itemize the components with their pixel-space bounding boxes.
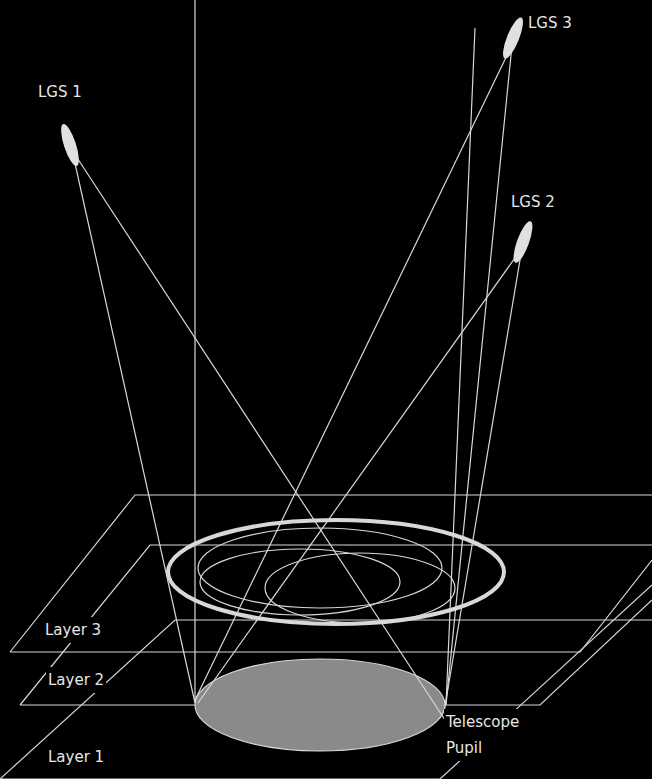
beam (444, 248, 522, 712)
laser-guide-star (510, 219, 536, 264)
star-label: LGS 1 (36, 79, 84, 105)
beam (195, 45, 512, 700)
laser-guide-star (57, 122, 82, 168)
layer-plane (10, 495, 652, 652)
pupil-label: Telescope Pupil (444, 709, 530, 761)
beam (194, 0, 195, 703)
beam (198, 248, 522, 703)
layer-label: Layer 1 (46, 744, 106, 770)
footprint (265, 553, 455, 623)
laser-guide-star (499, 15, 527, 60)
telescope-pupil (195, 659, 445, 751)
star-label: LGS 3 (526, 10, 574, 36)
star-label: LGS 2 (509, 189, 557, 215)
layer-label: Layer 3 (43, 617, 103, 643)
beam (446, 45, 512, 705)
layer-label: Layer 2 (46, 667, 106, 693)
footprint (198, 528, 442, 608)
